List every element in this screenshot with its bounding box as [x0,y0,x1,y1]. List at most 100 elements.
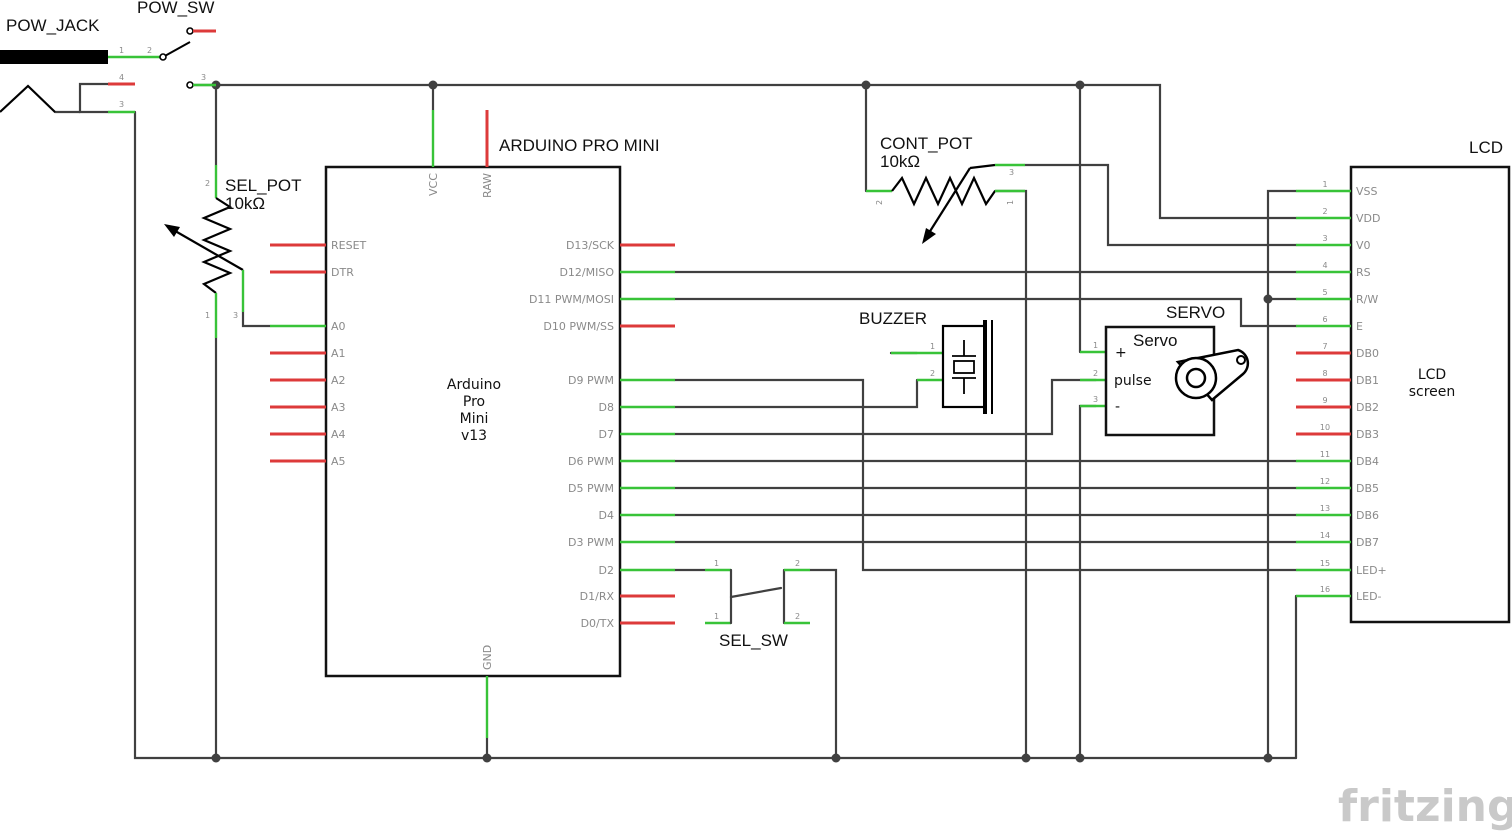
svg-text:2: 2 [1093,369,1098,378]
pin-a5: A5 [331,455,346,468]
svg-text:2: 2 [930,369,935,378]
lcd-pin-number-5: 5 [1322,288,1327,297]
lcd-pin-number-13: 13 [1320,504,1330,513]
svg-text:1: 1 [119,46,124,55]
pin-d1-rx: D1/RX [580,590,615,603]
arduino-pro-mini: VCC RAW GND ARDUINO PRO MINI RESETDTRA0A… [270,110,675,738]
pin-d13-sck: D13/SCK [566,239,615,252]
lcd-pin-number-6: 6 [1322,315,1327,324]
sel-switch: 1 1 2 2 SEL_SW [705,559,810,650]
lcd-pin-db1: DB1 [1356,374,1379,387]
svg-text:1: 1 [714,612,719,621]
servo-label: SERVO [1166,303,1225,322]
svg-text:1: 1 [1093,341,1098,350]
arduino-body-line-2: Pro [463,394,485,410]
cont-pot-value: 10kΩ [880,152,920,171]
pin-d2: D2 [599,564,614,577]
lcd-pin-db0: DB0 [1356,347,1379,360]
svg-text:3: 3 [119,100,124,109]
cont-pot: 3 2 1 CONT_POT 10kΩ [866,134,1025,244]
pow-switch: 2 3 POW_SW [135,0,216,89]
pin-d5-pwm: D5 PWM [568,482,614,495]
pin-raw: RAW [481,173,494,198]
svg-text:2: 2 [795,612,800,621]
cont-pot-label: CONT_POT [880,134,973,153]
sel-sw-label: SEL_SW [719,631,788,650]
svg-text:3: 3 [233,311,238,320]
arduino-body-line-3: Mini [460,411,489,427]
pow-sw-label: POW_SW [137,0,214,17]
buzzer: 1 2 BUZZER [859,309,993,414]
svg-text:3: 3 [1093,395,1098,404]
lcd-pin-number-4: 4 [1322,261,1327,270]
lcd-pin-db2: DB2 [1356,401,1379,414]
pin-a1: A1 [331,347,346,360]
arduino-body-line-4: v13 [461,428,487,444]
pin-d4: D4 [599,509,614,522]
svg-text:3: 3 [201,73,206,82]
lcd-pin-db7: DB7 [1356,536,1379,549]
svg-text:1: 1 [930,342,935,351]
gnd-rail-wire [133,110,1298,760]
svg-text:1: 1 [714,559,719,568]
lcd-pin-number-9: 9 [1322,396,1327,405]
junction-dots [211,80,1273,763]
lcd-pin-number-3: 3 [1322,234,1327,243]
servo-minus: - [1115,399,1120,415]
pin-reset: RESET [331,239,367,252]
servo-horn-icon [1174,348,1250,402]
pin-d10-pwm-ss: D10 PWM/SS [543,320,614,333]
pin-vcc: VCC [427,173,440,196]
lcd-pin-number-8: 8 [1322,369,1327,378]
lcd-pin-rs: RS [1356,266,1371,279]
lcd-pin-number-16: 16 [1320,585,1330,594]
lcd-pin-vss: VSS [1356,185,1378,198]
pin-d3-pwm: D3 PWM [568,536,614,549]
lcd-pins: 1VSS2VDD3V04RS5R/W6E7DB08DB19DB210DB311D… [1296,180,1387,603]
pin-a0: A0 [331,320,346,333]
svg-text:2: 2 [795,559,800,568]
pin-d6-pwm: D6 PWM [568,455,614,468]
sel-pot-label: SEL_POT [225,176,302,195]
pin-d9-pwm: D9 PWM [568,374,614,387]
lcd-pin-number-14: 14 [1320,531,1330,540]
pin-a3: A3 [331,401,346,414]
pin-a2: A2 [331,374,346,387]
lcd-pin-v0: V0 [1356,239,1371,252]
svg-text:1: 1 [205,311,210,320]
lcd-pin-db5: DB5 [1356,482,1379,495]
fritzing-logo: fritzing [1338,781,1512,832]
lcd-pin-led-: LED+ [1356,564,1387,577]
svg-text:3: 3 [1009,168,1014,177]
pin-a4: A4 [331,428,346,441]
servo-pulse: pulse [1114,373,1152,389]
lcd: 1VSS2VDD3V04RS5R/W6E7DB08DB19DB210DB311D… [1296,138,1511,624]
pow-jack: 1 4 3 POW_JACK [0,16,135,114]
lcd-pin-number-12: 12 [1320,477,1330,486]
svg-text:2: 2 [875,200,884,205]
lcd-pin-db3: DB3 [1356,428,1379,441]
lcd-pin-e: E [1356,320,1363,333]
svg-text:1: 1 [1006,200,1015,205]
lcd-pin-number-11: 11 [1320,450,1330,459]
lcd-label: LCD [1469,138,1503,157]
lcd-pin-number-15: 15 [1320,559,1330,568]
pow-jack-label: POW_JACK [6,16,100,35]
servo-plus: + [1115,345,1127,361]
pin-gnd: GND [481,645,494,670]
buzzer-label: BUZZER [859,309,927,328]
lcd-pin-r-w: R/W [1356,293,1378,306]
servo-body-label: Servo [1133,331,1177,350]
arduino-body-line-1: Arduino [447,377,501,393]
lcd-pin-db4: DB4 [1356,455,1379,468]
lcd-pin-led-: LED- [1356,590,1382,603]
lcd-pin-number-7: 7 [1322,342,1327,351]
servo: 1 2 3 + pulse - Servo SERVO [1080,303,1250,437]
lcd-pin-number-2: 2 [1322,207,1327,216]
vcc-rail-wire [188,83,1298,220]
pin-d12-miso: D12/MISO [559,266,614,279]
svg-text:2: 2 [147,46,152,55]
